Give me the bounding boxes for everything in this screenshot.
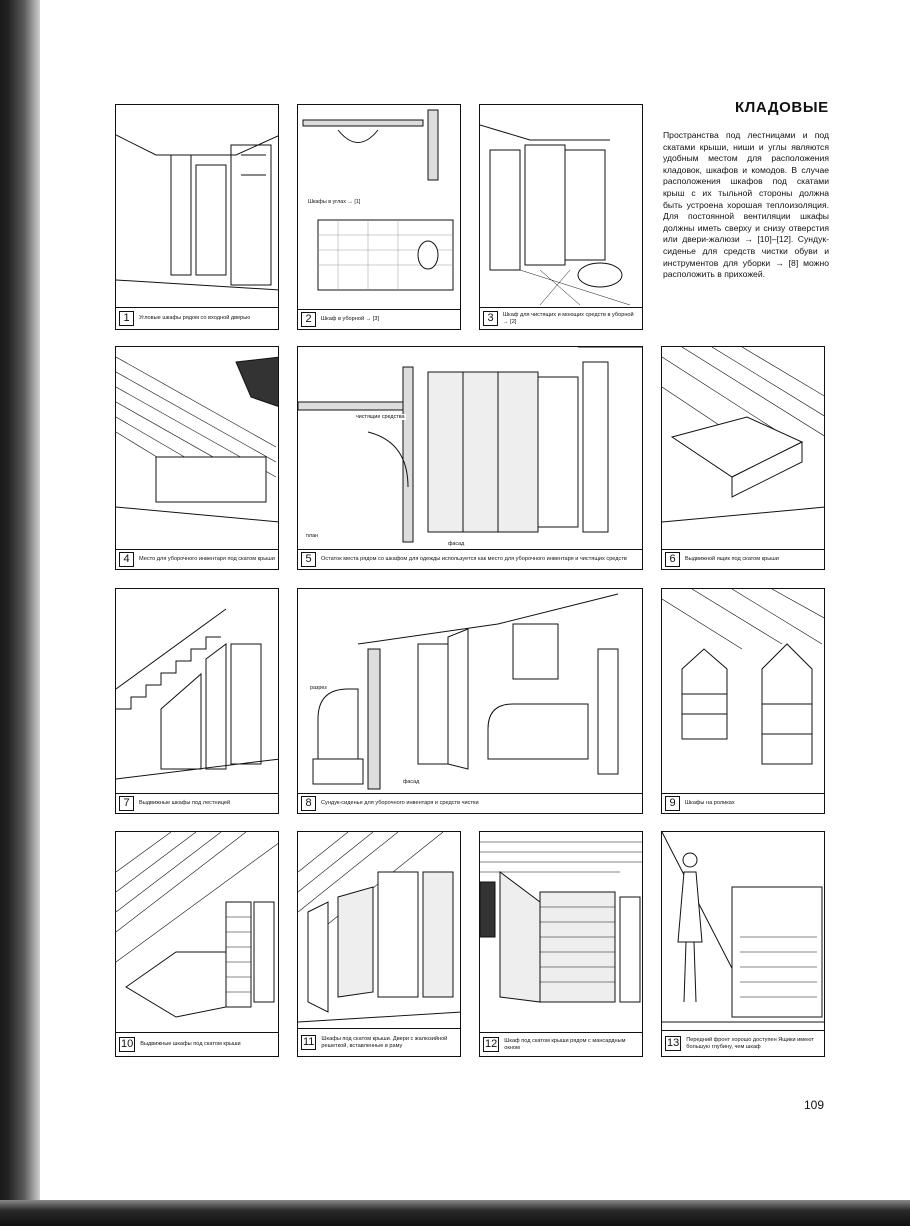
figure-caption: Остаток места рядом со шкафом для одежды… (321, 556, 627, 563)
figure-13: 13 Передний фронт хорошо доступен Ящики и… (661, 831, 825, 1057)
figure-number: 5 (301, 552, 316, 567)
scanner-bottom-edge (0, 1200, 910, 1226)
figure-11: 11 Шкафы под скатом крыши. Двери с жалюзи… (297, 831, 461, 1057)
figure-10: 10 Выдвижные шкафы под скатом крыши (115, 831, 279, 1057)
figure-3: 3 Шкаф для чистящих и моющих средств в уб… (479, 104, 643, 330)
hallway-chest-seat-illustration (312, 593, 619, 790)
figure-5: чистящие средства план фасад 5 Остаток ме… (297, 346, 643, 570)
figure-7: 7 Выдвижные шкафы под лестницей (115, 588, 279, 814)
figure-8: разрез фасад 8 Сундук-сиденье для уборочн… (297, 588, 643, 814)
woman-with-tall-cabinet-illustration (662, 832, 824, 1023)
figure-number: 8 (301, 796, 316, 811)
figure-number: 9 (665, 796, 680, 811)
figure-2: Шкафы в углах → [1] 2 Шкаф в уборной → [3… (297, 104, 461, 330)
inner-label: Шкафы в углах → [1] (308, 199, 361, 205)
figure-number: 12 (483, 1037, 500, 1052)
figure-caption: Выдвижные шкафы под лестницей (139, 800, 231, 807)
figure-4: 4 Место для уборочного инвентаря под скат… (115, 346, 279, 570)
toilet-cleaning-cupboard-illustration (480, 124, 631, 306)
under-stairs-cupboards-illustration (116, 608, 278, 780)
figure-number: 1 (119, 311, 134, 326)
figure-caption: Выдвижной ящик под скатом крыши (685, 556, 779, 563)
figure-caption: Шкафы на роликах (685, 800, 735, 807)
section-title: КЛАДОВЫЕ (735, 99, 829, 116)
figure-caption: Передний фронт хорошо доступен Ящики име… (686, 1036, 814, 1050)
toilet-cupboard-plan-illustration (302, 109, 454, 291)
figure-number: 2 (301, 312, 316, 327)
corner-wardrobes-illustration (116, 134, 278, 291)
figure-caption: Угловые шкафы рядом со входной дверью (139, 315, 251, 322)
figure-caption: Шкаф под скатом крыши рядом с мансардным… (504, 1037, 626, 1051)
dormer-window-cupboard-illustration (480, 841, 642, 1003)
intro-text: Пространства под лестницами и под скатам… (663, 130, 829, 280)
figure-12: 12 Шкаф под скатом крыши рядом с мансардн… (479, 831, 643, 1057)
louvred-door-cupboards-illustration (298, 832, 460, 1023)
wheeled-cabinets-illustration (662, 589, 824, 765)
figure-number: 6 (665, 552, 680, 567)
figure-caption: Шкаф в уборной → [3] (321, 316, 380, 323)
cleaning-niche-plan-and-facade-illustration (298, 347, 642, 543)
figure-caption: Шкафы под скатом крыши. Двери с жалюзийн… (321, 1035, 448, 1049)
figure-9: 9 Шкафы на роликах (661, 588, 825, 814)
label-section: разрез (310, 685, 327, 691)
figure-caption: Сундук-сиденье для уборочного инвентаря … (321, 800, 479, 807)
label-facade: фасад (403, 779, 420, 785)
figure-number: 13 (665, 1036, 682, 1051)
figure-caption: Шкаф для чистящих и моющих средств в убо… (503, 311, 634, 325)
figure-1: 1 Угловые шкафы рядом со входной дверью (115, 104, 279, 330)
figure-number: 11 (301, 1035, 317, 1050)
figure-caption: Выдвижные шкафы под скатом крыши (140, 1041, 241, 1048)
attic-pullout-cabinets-illustration (116, 832, 278, 1018)
figure-caption: Место для уборочного инвентаря под скато… (139, 556, 275, 563)
label-facade: фасад (448, 541, 465, 547)
attic-storage-illustration (116, 356, 278, 523)
page-number: 109 (804, 1098, 825, 1112)
attic-drawer-illustration (662, 347, 824, 523)
figure-number: 4 (119, 552, 134, 567)
book-spine-shadow (0, 0, 40, 1226)
figure-number: 3 (483, 311, 498, 326)
figure-6: 6 Выдвижной ящик под скатом крыши (661, 346, 825, 570)
label-plan: план (306, 533, 319, 539)
label-cleaning-agents: чистящие средства (356, 414, 406, 420)
figure-number: 10 (119, 1037, 136, 1052)
figure-number: 7 (119, 796, 134, 811)
